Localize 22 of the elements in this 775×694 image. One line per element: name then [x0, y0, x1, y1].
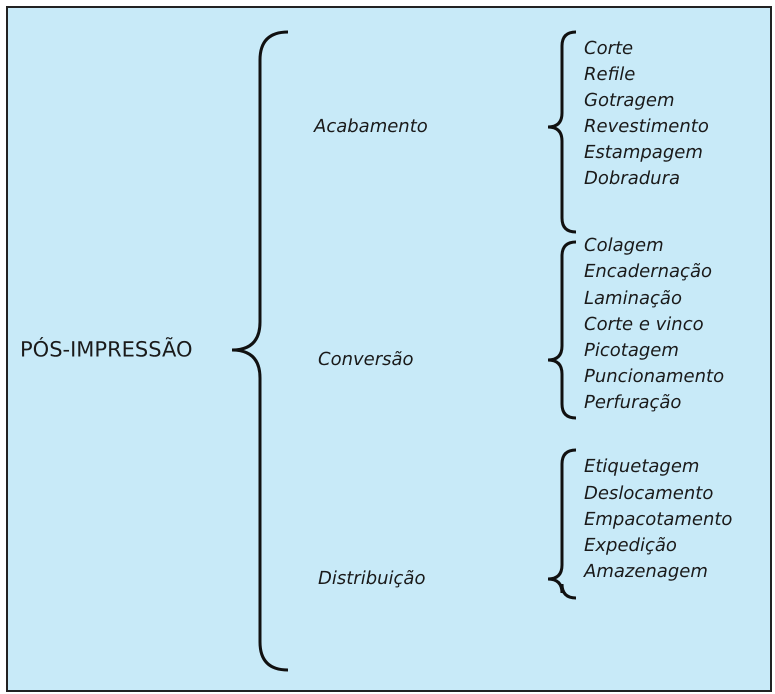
process-item: Gotragem: [584, 91, 674, 111]
process-item: Picotagem: [584, 341, 679, 361]
process-item: Corte e vinco: [584, 315, 704, 335]
process-item: Deslocamento: [584, 484, 714, 504]
process-item: Colagem: [584, 236, 664, 256]
process-item: Expedição: [584, 536, 677, 556]
process-item: Corte: [584, 39, 634, 59]
process-item: Perfuração: [584, 393, 682, 413]
category-label: Distribuição: [318, 569, 426, 589]
category-label: Acabamento: [314, 117, 428, 137]
process-item: Laminação: [584, 289, 682, 309]
process-item: Empacotamento: [584, 510, 732, 530]
process-item: Refile: [584, 65, 636, 85]
process-item: Encadernação: [584, 262, 712, 282]
process-item: Puncionamento: [584, 367, 724, 387]
process-item: Dobradura: [584, 169, 680, 189]
category-label: Conversão: [318, 350, 414, 370]
process-item: Amazenagem: [584, 562, 708, 582]
process-item: Etiquetagem: [584, 457, 700, 477]
root-heading: PÓS-IMPRESSÃO: [20, 338, 193, 362]
process-item: Revestimento: [584, 117, 709, 137]
process-item: Estampagem: [584, 143, 703, 163]
